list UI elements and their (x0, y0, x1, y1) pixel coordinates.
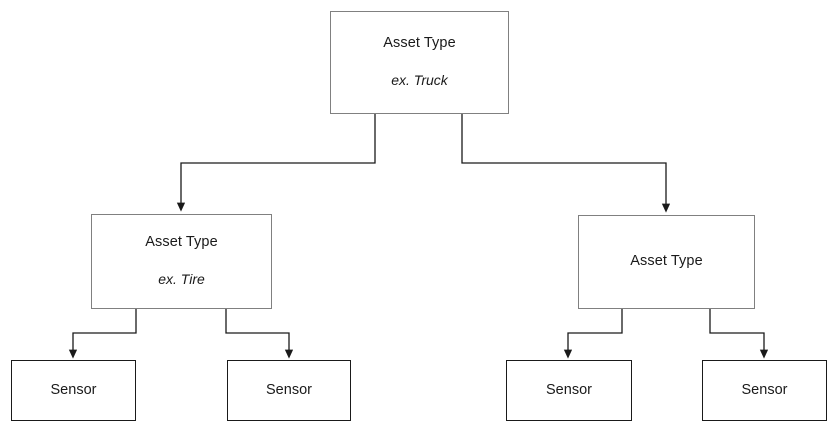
node-sensor-1[interactable]: Sensor (11, 360, 136, 421)
node-mid-right-title: Asset Type (630, 253, 703, 270)
node-sensor-1-label: Sensor (50, 381, 97, 398)
edge-mid-right-to-sensor-3 (563, 309, 623, 359)
node-mid-left-asset-type[interactable]: Asset Type ex. Tire (91, 214, 272, 309)
edge-root-to-mid-right (461, 114, 671, 213)
node-root-title: Asset Type (383, 35, 456, 52)
node-mid-left-subtitle: ex. Tire (158, 271, 205, 288)
edge-mid-left-to-sensor-1 (68, 309, 137, 359)
edge-root-to-mid-left (176, 114, 376, 212)
node-sensor-4-label: Sensor (741, 381, 788, 398)
node-sensor-3[interactable]: Sensor (506, 360, 632, 421)
node-mid-right-asset-type[interactable]: Asset Type (578, 215, 755, 309)
node-sensor-3-label: Sensor (546, 381, 592, 398)
node-sensor-4[interactable]: Sensor (702, 360, 827, 421)
node-root-asset-type[interactable]: Asset Type ex. Truck (330, 11, 509, 114)
node-sensor-2[interactable]: Sensor (227, 360, 351, 421)
edge-mid-right-to-sensor-4 (709, 309, 769, 359)
node-sensor-2-label: Sensor (266, 381, 312, 398)
node-root-subtitle: ex. Truck (391, 72, 448, 89)
edge-mid-left-to-sensor-2 (225, 309, 294, 359)
node-mid-left-title: Asset Type (145, 234, 218, 251)
